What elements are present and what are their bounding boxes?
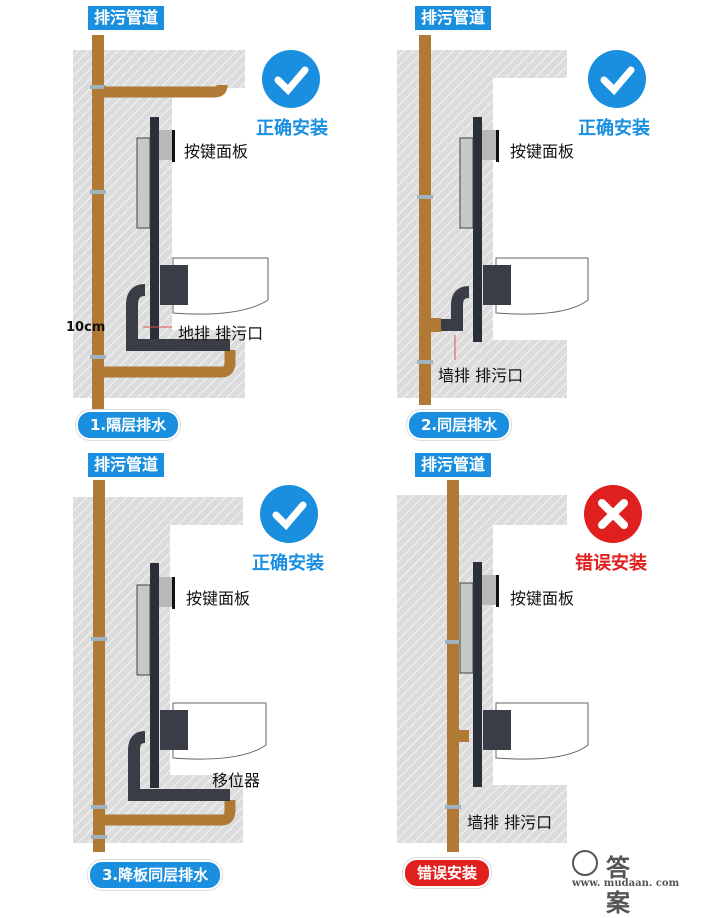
drain-outlet-label: 墙排 排污口	[438, 366, 524, 385]
caption-pill: 错误安装	[403, 858, 492, 888]
caption-pill: 1.隔层排水	[76, 410, 181, 440]
distance-label: 10cm	[66, 320, 106, 335]
status-text: 正确安装	[256, 118, 328, 139]
pipe-tag: 排污管道	[415, 453, 492, 477]
caption-pill: 2.同层排水	[407, 410, 512, 440]
panel-4-wrong-installation: 排污管道 错误安装 按键面板 墙排 排污口 错误安装	[355, 445, 710, 890]
checkmark-icon	[262, 50, 320, 108]
pipe-tag: 排污管道	[88, 453, 165, 477]
flush-panel-label: 按键面板	[510, 589, 575, 608]
watermark-url: www. mudaan. com	[572, 878, 680, 889]
logo-icon	[572, 850, 598, 876]
panel-1-separate-floor-drain: 排污管道 正确安装 按键面板 10cm 地排 排污口 1.隔层排水	[0, 0, 355, 445]
status-text: 正确安装	[252, 553, 324, 574]
shifter-label: 移位器	[212, 771, 261, 790]
flush-panel-label: 按键面板	[186, 589, 251, 608]
pipe-tag: 排污管道	[415, 6, 492, 30]
panel-2-same-floor-drain: 排污管道 正确安装 按键面板 墙排 排污口 2.同层排水	[355, 0, 710, 445]
status-text: 错误安装	[575, 553, 647, 574]
status-text: 正确安装	[578, 118, 650, 139]
checkmark-icon	[588, 50, 646, 108]
drain-outlet-label: 地排 排污口	[178, 324, 264, 343]
installation-diagram	[397, 35, 589, 405]
pipe-tag: 排污管道	[88, 6, 165, 30]
installation-diagram	[73, 480, 267, 852]
flush-panel-label: 按键面板	[510, 142, 575, 161]
installation-diagram	[73, 35, 269, 410]
flush-panel-label: 按键面板	[184, 142, 249, 161]
caption-pill: 3.降板同层排水	[88, 860, 223, 890]
installation-diagram	[397, 480, 589, 852]
panel-3-lowered-slab-drain: 排污管道 正确安装 按键面板 移位器 3.降板同层排水	[0, 445, 355, 890]
checkmark-icon	[260, 485, 318, 543]
cross-icon	[584, 485, 642, 543]
drain-outlet-label: 墙排 排污口	[467, 813, 553, 832]
